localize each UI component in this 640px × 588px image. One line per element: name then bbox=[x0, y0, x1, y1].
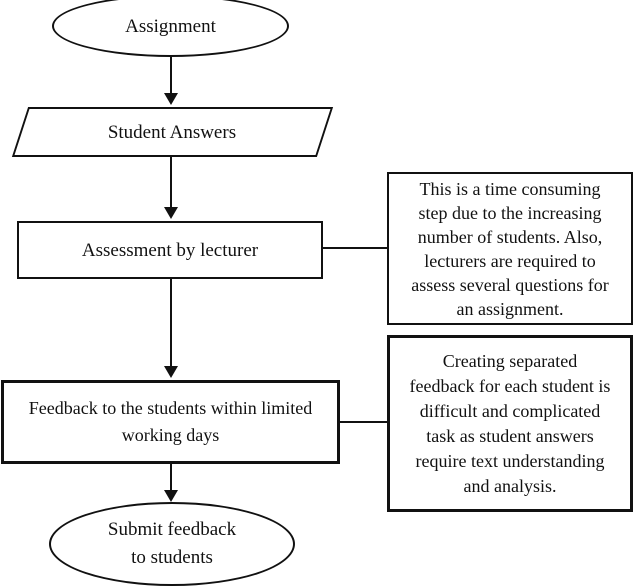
arrowhead-down-icon bbox=[164, 366, 178, 378]
flow-edge-assignment-to-answers bbox=[170, 56, 172, 94]
flow-edge-answers-to-assessment bbox=[170, 157, 172, 208]
flow-edge-assessment-to-feedback bbox=[170, 279, 172, 367]
node-label-student-answers: Student Answers bbox=[108, 121, 237, 143]
flowchart-node-assessment: Assessment by lecturer bbox=[17, 221, 323, 279]
node-label-assignment: Assignment bbox=[125, 15, 216, 37]
annotation-note-assessment: This is a time consuming step due to the… bbox=[387, 172, 633, 325]
annotation-text-feedback: Creating separated feedback for each stu… bbox=[409, 350, 611, 496]
node-label-submit-feedback: Submit feedback to students bbox=[107, 519, 237, 568]
node-label-assessment: Assessment by lecturer bbox=[81, 239, 259, 261]
connector-feedback-to-note2 bbox=[339, 421, 389, 423]
flow-edge-feedback-to-submit bbox=[170, 464, 172, 491]
arrowhead-down-icon bbox=[164, 490, 178, 502]
arrowhead-down-icon bbox=[164, 207, 178, 219]
flowchart-node-student-answers: Student Answers bbox=[11, 107, 334, 157]
arrowhead-down-icon bbox=[164, 93, 178, 105]
connector-assessment-to-note1 bbox=[322, 247, 388, 249]
annotation-note-feedback: Creating separated feedback for each stu… bbox=[387, 335, 633, 512]
flowchart-node-submit-feedback: Submit feedback to students bbox=[49, 502, 295, 586]
flowchart-node-assignment: Assignment bbox=[52, 0, 289, 57]
annotation-text-assessment: This is a time consuming step due to the… bbox=[411, 178, 609, 319]
node-label-feedback: Feedback to the students within limited … bbox=[28, 398, 313, 445]
flowchart-node-feedback: Feedback to the students within limited … bbox=[1, 380, 340, 464]
